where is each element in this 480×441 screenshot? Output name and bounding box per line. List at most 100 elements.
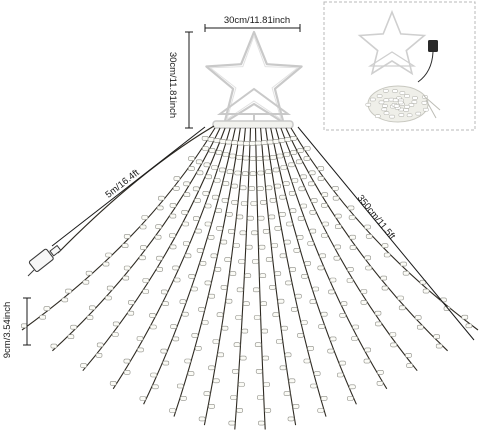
bulb — [201, 320, 209, 325]
bulb — [405, 352, 412, 358]
inset-adapter-icon — [428, 40, 438, 52]
light-strand — [109, 127, 231, 390]
bulb — [239, 355, 247, 361]
bulb — [296, 235, 304, 240]
bulb — [187, 371, 195, 376]
bulb — [290, 136, 298, 141]
strand-wire — [21, 127, 216, 331]
strand-wire — [52, 127, 221, 352]
bulb — [300, 320, 308, 325]
bulb — [127, 310, 135, 316]
inset-bulb — [406, 113, 413, 118]
bulb — [277, 298, 285, 304]
bulb — [300, 174, 307, 180]
bulb — [203, 162, 211, 168]
bulb — [191, 286, 198, 292]
bulb — [102, 261, 110, 267]
bulb — [278, 138, 286, 143]
bulb — [172, 336, 180, 342]
strand-wire — [265, 127, 327, 417]
light-strand — [198, 127, 250, 426]
strand-wire — [254, 127, 266, 430]
light-strand — [255, 127, 300, 426]
bulb — [253, 315, 261, 320]
bulb — [61, 297, 69, 303]
bulb — [140, 245, 147, 250]
inset-bulb — [381, 107, 388, 112]
star-width-label: 30cm/11.81inch — [224, 15, 290, 26]
bulb — [433, 334, 441, 340]
star-outline — [205, 30, 303, 124]
bulb — [309, 299, 317, 305]
bulb — [310, 383, 317, 389]
inset-bulb — [389, 114, 395, 119]
bulb — [321, 192, 329, 197]
bulb — [204, 280, 212, 286]
bulb — [265, 169, 272, 174]
bulb — [170, 324, 177, 329]
bulb — [213, 178, 221, 183]
bulb — [286, 221, 293, 227]
bulb — [258, 420, 265, 426]
bulb — [158, 195, 165, 201]
bulb — [360, 289, 368, 294]
bulb — [207, 137, 215, 142]
bulb — [259, 273, 267, 279]
bulb — [233, 342, 241, 348]
strand-wire — [112, 127, 231, 390]
bulb — [256, 156, 264, 161]
bulb — [248, 186, 256, 191]
inset-bulb — [404, 94, 410, 98]
bulb — [204, 203, 212, 209]
bulb — [239, 185, 247, 191]
bulb — [327, 348, 335, 354]
bulb — [221, 325, 229, 331]
bulb — [329, 277, 337, 283]
bulb — [284, 352, 292, 358]
bulb — [317, 408, 325, 413]
bulb — [236, 408, 243, 413]
bulb — [136, 336, 144, 341]
bulb — [210, 253, 218, 259]
inset-star — [357, 9, 427, 76]
lead-cable-wire — [57, 125, 215, 254]
bulb — [173, 277, 181, 283]
bulb — [182, 311, 189, 317]
bulb — [289, 267, 297, 272]
bulb — [328, 289, 335, 295]
bulb — [243, 301, 250, 307]
bulb — [169, 244, 177, 250]
bulb-spacing-label: 9cm/3.54inch — [2, 302, 13, 359]
bulb — [173, 176, 181, 181]
bulb — [284, 137, 292, 142]
bulb — [260, 301, 268, 307]
bulb — [212, 339, 220, 344]
bulb — [214, 267, 222, 272]
bulb — [283, 391, 291, 396]
bulb — [105, 252, 112, 258]
bulb — [160, 348, 168, 354]
bulb — [321, 233, 328, 238]
bulb — [318, 324, 325, 329]
bulb — [279, 253, 287, 259]
bulb — [332, 186, 339, 191]
bulb — [289, 208, 297, 213]
inset-star-brace — [367, 51, 417, 67]
bulb — [260, 140, 268, 145]
bulb — [202, 146, 209, 151]
bulb — [271, 243, 279, 248]
bulb — [236, 214, 244, 220]
bulb — [276, 153, 284, 159]
bulb — [184, 253, 192, 259]
bulb — [283, 152, 291, 157]
inset-bulb — [398, 113, 405, 117]
star-ring-hub — [212, 120, 294, 129]
bulb — [461, 314, 469, 320]
light-strand — [272, 127, 388, 390]
bulb — [258, 244, 266, 250]
bulb — [213, 138, 221, 143]
bulb — [181, 210, 188, 215]
bulb — [364, 224, 371, 230]
bulb — [287, 416, 295, 422]
bulb — [180, 395, 187, 401]
